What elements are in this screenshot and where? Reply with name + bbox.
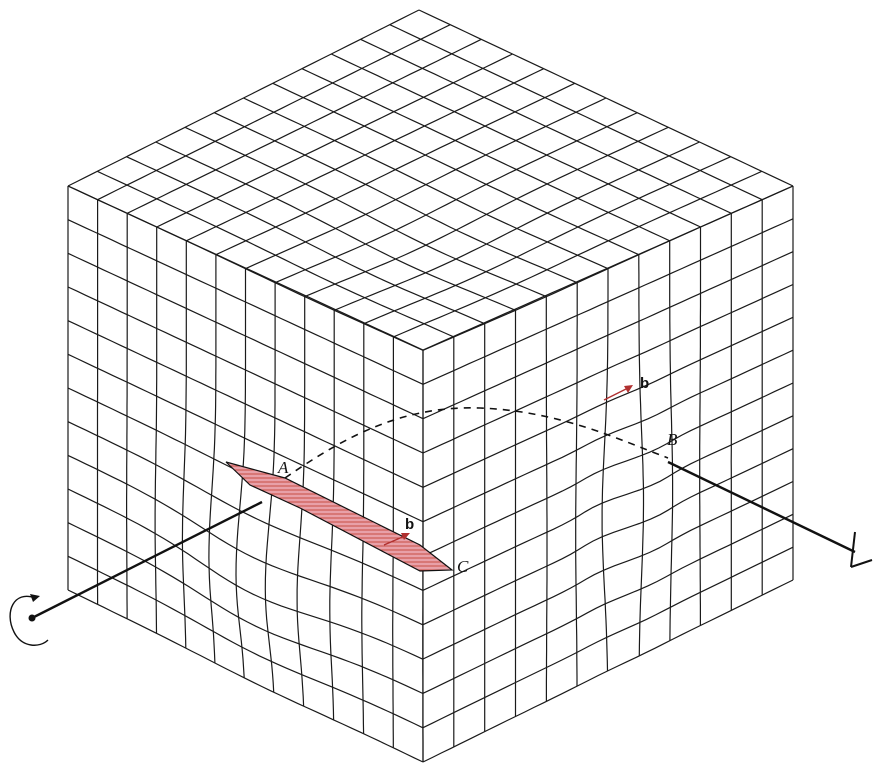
left-axis-line [32, 502, 262, 618]
right-face-line [423, 547, 793, 728]
right-face-line [423, 449, 793, 625]
left-face-line [68, 556, 423, 728]
left-axis-endpoint [29, 615, 36, 622]
right-face-line [423, 416, 793, 591]
cube-top-face-grid [68, 10, 793, 350]
dislocation-line-dashed [285, 408, 668, 478]
slipped-region [226, 462, 452, 571]
label-point-c: C [457, 557, 469, 576]
left-face-line [68, 523, 423, 694]
line-end-marker-icon [851, 532, 872, 567]
left-face-line [68, 590, 423, 762]
right-face-line [423, 383, 793, 556]
left-face-line [68, 422, 423, 591]
top-face-line [214, 113, 577, 283]
top-face-line [244, 98, 609, 269]
right-face-line [423, 580, 793, 762]
label-burgers-vector-bottom: b [405, 516, 414, 533]
label-point-a: A [277, 458, 289, 477]
right-axis-line [668, 462, 855, 552]
label-burgers-vector-top: b [640, 375, 649, 392]
right-face-line [423, 482, 793, 660]
label-point-b: B [667, 430, 678, 449]
right-face-line [700, 227, 701, 626]
cube-right-face-grid [423, 186, 793, 762]
